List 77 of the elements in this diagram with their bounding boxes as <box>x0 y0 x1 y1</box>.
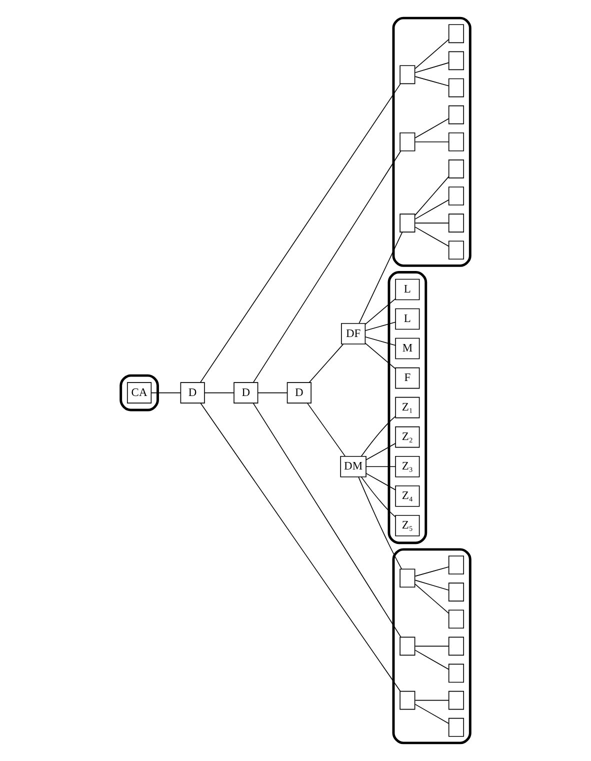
connector <box>308 344 344 383</box>
node-box <box>448 132 464 152</box>
node-box <box>448 186 464 206</box>
node-box <box>448 664 464 683</box>
node-box <box>400 568 416 588</box>
connector <box>365 298 396 325</box>
node-box: D <box>234 382 258 404</box>
node-box <box>448 160 464 178</box>
node-box <box>400 132 416 152</box>
connector <box>360 416 396 457</box>
cluster <box>388 271 428 544</box>
node-box: D <box>180 382 205 404</box>
cluster <box>392 16 472 267</box>
connector <box>204 392 234 394</box>
node-box <box>448 718 464 737</box>
node-box <box>448 214 464 232</box>
node-box <box>448 24 464 44</box>
node-box: M <box>395 338 420 360</box>
node-box <box>448 636 464 656</box>
node-box <box>400 690 416 710</box>
connector <box>252 150 402 383</box>
node-box <box>448 556 464 574</box>
connector <box>360 476 396 518</box>
connector <box>366 466 396 468</box>
connector <box>414 584 450 614</box>
connector <box>252 402 402 638</box>
node-box <box>400 65 416 84</box>
node-box: CA <box>127 382 152 404</box>
node-box <box>448 51 464 70</box>
connector <box>414 62 450 73</box>
node-box <box>448 240 464 260</box>
node-box: Z₂ <box>395 426 420 448</box>
connector <box>414 141 450 142</box>
connector <box>414 646 450 647</box>
connector <box>414 704 450 724</box>
connector <box>364 322 396 332</box>
node-box: L <box>395 308 420 330</box>
connector <box>414 118 450 138</box>
connector <box>358 476 402 570</box>
node-box: Z₅ <box>395 514 420 536</box>
node-box: Z₁ <box>395 396 420 418</box>
connector <box>414 700 450 701</box>
connector <box>200 402 401 692</box>
connector <box>414 222 450 224</box>
node-box <box>448 105 464 124</box>
node-box <box>448 690 464 710</box>
connector <box>414 226 450 247</box>
node-box <box>448 582 464 602</box>
connector <box>358 232 403 324</box>
connector <box>306 402 346 457</box>
node-box: F <box>395 367 420 389</box>
node-box <box>448 78 464 98</box>
connector <box>414 176 450 216</box>
cluster <box>392 548 472 744</box>
node-box <box>400 636 416 656</box>
connector <box>414 76 450 86</box>
node-box: DF <box>341 323 366 344</box>
connector <box>366 442 396 460</box>
node-box: L <box>395 278 420 300</box>
connector <box>414 580 450 590</box>
node-box <box>400 214 416 232</box>
node-box: Z₃ <box>395 456 420 478</box>
connector <box>366 472 396 490</box>
connector <box>364 336 396 346</box>
node-box: D <box>286 382 312 404</box>
node-box: Z₄ <box>395 485 420 507</box>
connector <box>414 199 450 220</box>
connector <box>414 650 450 670</box>
connector <box>258 392 288 394</box>
node-box <box>448 610 464 629</box>
connector <box>200 83 401 383</box>
connector <box>414 566 450 577</box>
node-box: DM <box>340 456 366 478</box>
connector <box>414 39 450 69</box>
connector <box>365 342 396 370</box>
cluster <box>120 374 159 412</box>
connector <box>150 392 181 394</box>
